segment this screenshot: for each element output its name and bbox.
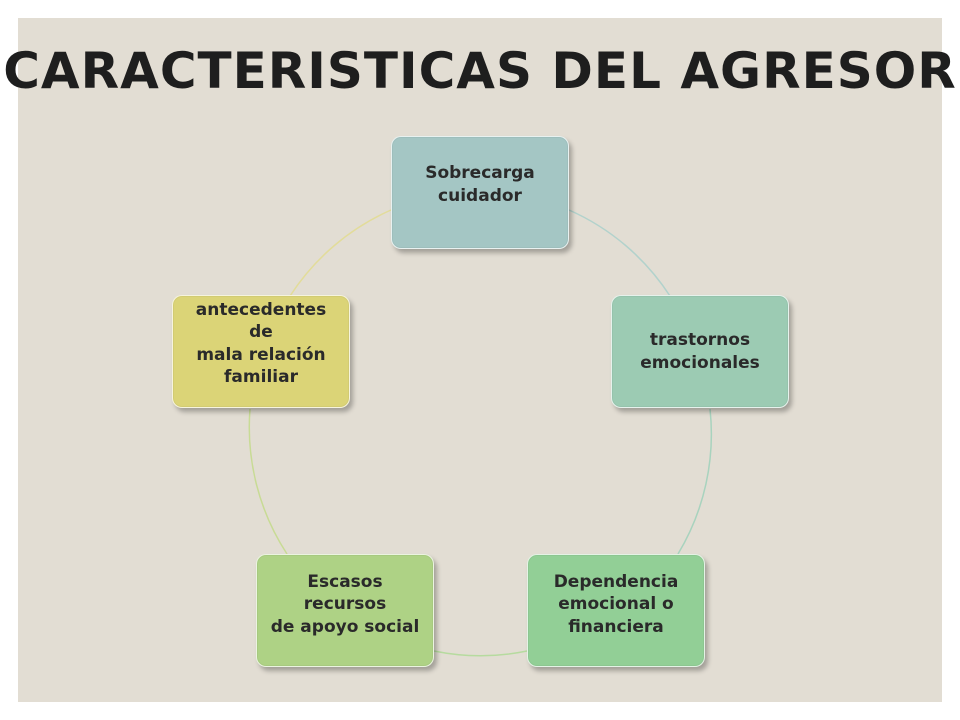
connector-arc-5 <box>289 209 392 297</box>
cycle-node-trastornos-emocionales: trastornos emocionales <box>611 295 789 408</box>
slide-title: CARACTERISTICAS DEL AGRESOR <box>3 42 957 100</box>
cycle-node-label: antecedentes de mala relación familiar <box>195 300 327 387</box>
cycle-node-label: trastornos emocionales <box>640 330 760 373</box>
connector-arc-2 <box>677 408 713 555</box>
cycle-node-label: Dependencia emocional o financiera <box>553 572 679 637</box>
connector-arc-4 <box>248 408 288 555</box>
cycle-node-label: Sobrecarga cuidador <box>425 163 535 206</box>
cycle-node-escasos-recursos: Escasos recursos de apoyo social <box>256 554 434 667</box>
connector-arc-3 <box>433 650 528 657</box>
cycle-node-dependencia-emocional: Dependencia emocional o financiera <box>527 554 705 667</box>
cycle-node-label: Escasos recursos de apoyo social <box>270 572 420 637</box>
connector-arc-1 <box>568 209 671 297</box>
cycle-node-sobrecarga-cuidador: Sobrecarga cuidador <box>391 136 569 249</box>
cycle-node-antecedentes: antecedentes de mala relación familiar <box>172 295 350 408</box>
